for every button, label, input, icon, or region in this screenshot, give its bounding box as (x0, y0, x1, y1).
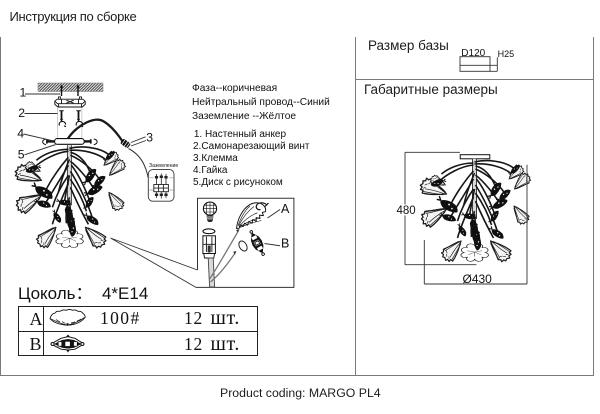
svg-text:D120: D120 (461, 48, 485, 59)
svg-text:H25: H25 (498, 49, 515, 59)
svg-text:B: B (281, 237, 289, 251)
svg-text:1: 1 (20, 86, 27, 100)
svg-text:2: 2 (18, 106, 25, 120)
svg-text:480: 480 (397, 205, 416, 217)
svg-text:3: 3 (146, 131, 153, 145)
svg-text:5: 5 (18, 148, 25, 162)
svg-text:A: A (281, 202, 290, 216)
svg-text:Заземление: Заземление (149, 163, 178, 169)
svg-text:4: 4 (17, 127, 24, 141)
svg-text:Ø430: Ø430 (463, 272, 493, 286)
